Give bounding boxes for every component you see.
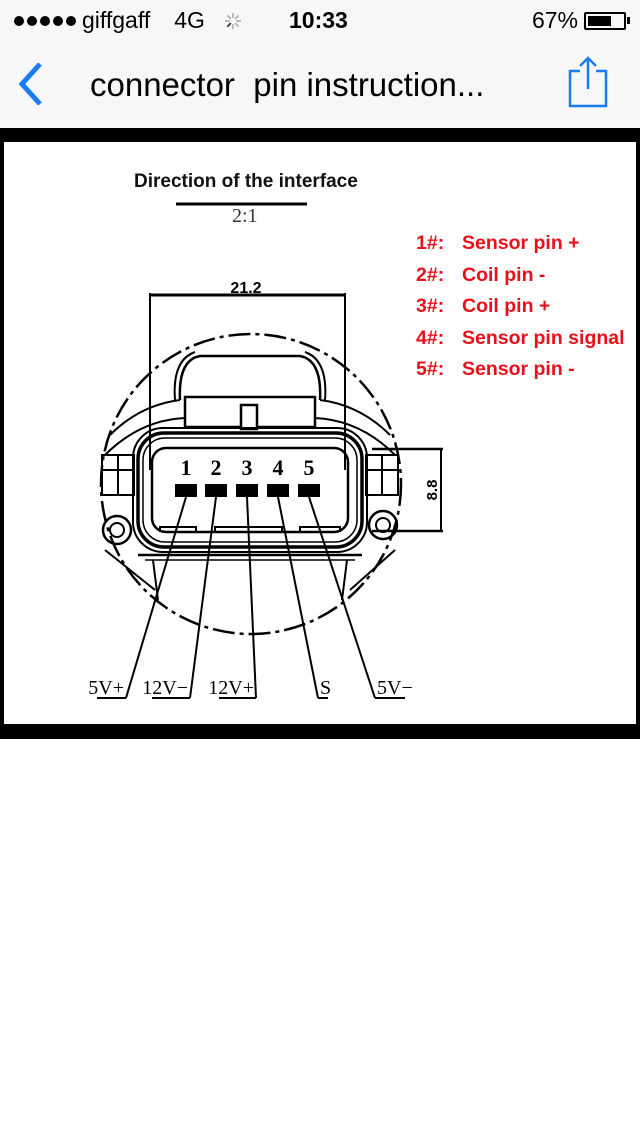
latch-key bbox=[239, 403, 259, 431]
pin-legend-item: 4#:Sensor pin signal bbox=[416, 326, 625, 349]
wire-label: 12V+ bbox=[208, 677, 254, 699]
screw-left-icon bbox=[101, 514, 133, 546]
network-type: 4G bbox=[174, 7, 205, 33]
diagram-scale: 2:1 bbox=[232, 205, 258, 227]
pin-terminal bbox=[236, 484, 258, 497]
wire-leader-line bbox=[308, 496, 376, 699]
clock: 10:33 bbox=[289, 7, 348, 33]
wire-leader-line bbox=[189, 496, 217, 699]
pin-terminal bbox=[267, 484, 289, 497]
height-dimension-label: 8.8 bbox=[424, 480, 441, 501]
pin-number: 2 bbox=[211, 455, 222, 480]
pin-number: 5 bbox=[304, 455, 315, 480]
connector-cavity bbox=[150, 446, 350, 534]
pin-legend: 1#:Sensor pin + 2#:Coil pin - 3#:Coil pi… bbox=[416, 232, 625, 390]
wire-leader-line bbox=[277, 496, 319, 699]
wire-leader-line bbox=[246, 496, 257, 699]
back-button[interactable] bbox=[14, 60, 50, 108]
share-icon bbox=[568, 56, 608, 108]
pin-number: 4 bbox=[273, 455, 284, 480]
pin-legend-item: 1#:Sensor pin + bbox=[416, 232, 580, 254]
signal-strength-icon bbox=[14, 15, 76, 26]
share-button[interactable] bbox=[560, 54, 612, 114]
status-bar: giffgaff 4G 10:33 67% bbox=[0, 0, 640, 40]
activity-spinner-icon bbox=[224, 12, 241, 29]
diagram-heading: Direction of the interface bbox=[134, 171, 358, 192]
pin-number: 3 bbox=[242, 455, 253, 480]
pin-legend-item: 5#:Sensor pin - bbox=[416, 358, 575, 380]
top-bar: giffgaff 4G 10:33 67% connector pin inst… bbox=[0, 0, 640, 128]
wire-label: 12V− bbox=[142, 677, 188, 699]
wire-label: S bbox=[320, 677, 331, 699]
pin-legend-item: 3#:Coil pin + bbox=[416, 295, 551, 317]
chevron-left-icon bbox=[18, 62, 42, 106]
page-title: connector pin instruction... bbox=[90, 66, 485, 103]
pin-terminal bbox=[175, 484, 197, 497]
pin-terminal bbox=[205, 484, 227, 497]
battery-icon bbox=[584, 11, 626, 30]
wire-leader-line bbox=[125, 496, 187, 699]
wire-label: 5V+ bbox=[88, 677, 124, 699]
wire-label: 5V− bbox=[377, 677, 413, 699]
navigation-bar: connector pin instruction... bbox=[0, 40, 640, 128]
housing-latch bbox=[178, 354, 322, 401]
width-dimension-label: 21.2 bbox=[230, 280, 261, 297]
battery-tip bbox=[627, 17, 630, 24]
pin-legend-item: 2#:Coil pin - bbox=[416, 263, 546, 286]
pin-terminal bbox=[298, 484, 320, 497]
battery-percent: 67% bbox=[531, 7, 578, 33]
pin-number: 1 bbox=[181, 455, 192, 480]
screw-right-icon bbox=[367, 509, 399, 541]
carrier-name: giffgaff bbox=[82, 7, 151, 33]
